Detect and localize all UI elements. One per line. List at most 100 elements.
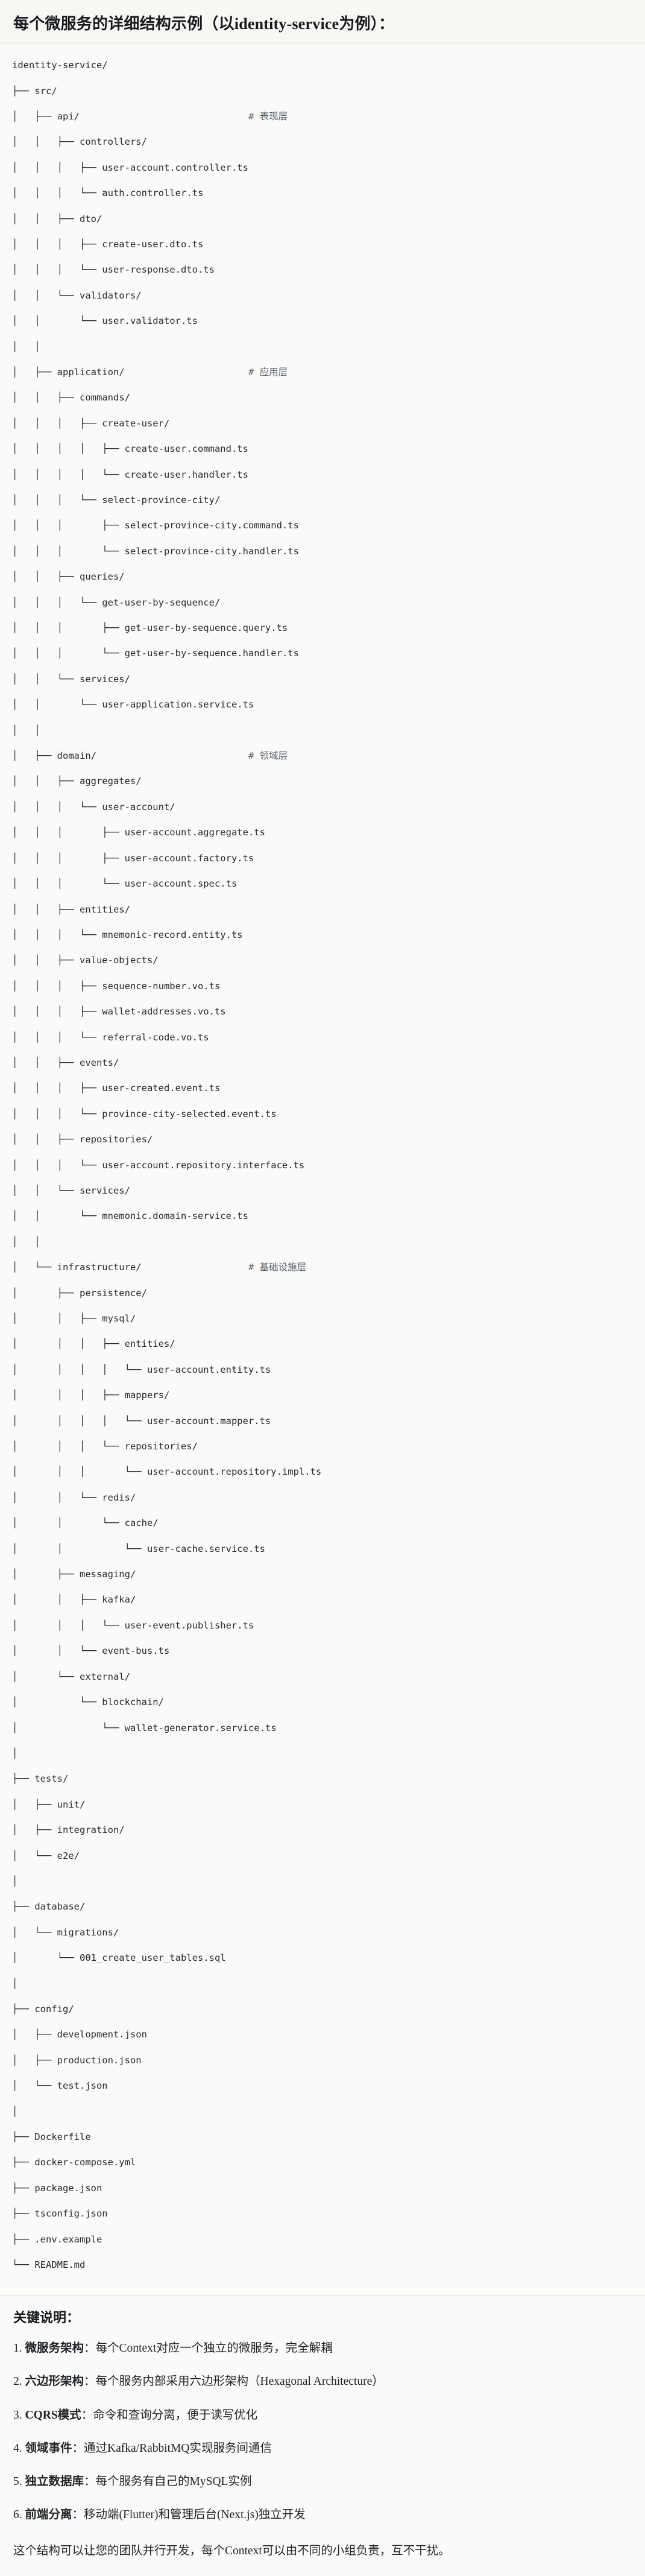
tree-line: │ │ ├── queries/ xyxy=(12,571,633,583)
tree-line: │ ├── development.json xyxy=(12,2028,633,2041)
tree-line-text: │ ├── persistence/ xyxy=(12,1287,147,1299)
tree-line: │ │ └── user-cache.service.ts xyxy=(12,1543,633,1555)
key-note-body: ：每个服务内部采用六边形架构（Hexagonal Architecture） xyxy=(84,2375,384,2388)
tree-comment-gap xyxy=(125,367,248,378)
tree-line-text: │ │ └── user.validator.ts xyxy=(12,315,198,327)
tree-line: │ │ │ ├── sequence-number.vo.ts xyxy=(12,980,633,993)
key-note-lead: CQRS模式 xyxy=(25,2408,81,2422)
tree-line-text: │ │ └── services/ xyxy=(12,673,130,685)
tree-line: │ │ └── user.validator.ts xyxy=(12,315,633,328)
tree-line-text: │ xyxy=(12,1747,18,1759)
tree-line: │ │ └── services/ xyxy=(12,673,633,686)
tree-line: │ │ │ ├── create-user/ xyxy=(12,417,633,430)
tree-line-text: ├── docker-compose.yml xyxy=(12,2157,136,2168)
tree-line-text: │ ├── production.json xyxy=(12,2054,142,2066)
tree-line: ├── config/ xyxy=(12,2003,633,2016)
key-note-lead: 领域事件 xyxy=(25,2442,72,2455)
tree-line: │ └── 001_create_user_tables.sql xyxy=(12,1952,633,1964)
key-note-body: ：通过Kafka/RabbitMQ实现服务间通信 xyxy=(72,2442,272,2455)
header: 每个微服务的详细结构示例（以identity-service为例）： xyxy=(0,0,645,44)
directory-tree: identity-service/ ├── src/ │ ├── api/ # … xyxy=(12,59,633,2284)
tree-line: │ │ ├── events/ xyxy=(12,1057,633,1069)
tree-line-text: │ │ │ ├── user-account.factory.ts xyxy=(12,852,254,864)
tree-line-text: ├── Dockerfile xyxy=(12,2131,91,2142)
tree-line-text: │ │ │ │ ├── create-user.command.ts xyxy=(12,443,248,455)
tree-line: │ │ │ ├── create-user.dto.ts xyxy=(12,238,633,251)
tree-line-text: │ └── migrations/ xyxy=(12,1926,119,1938)
tree-line: │ │ │ └── auth.controller.ts xyxy=(12,187,633,200)
tree-line: │ │ │ ├── user-account.aggregate.ts xyxy=(12,826,633,839)
key-notes-title: 关键说明： xyxy=(13,2310,80,2326)
tree-line-text: │ │ ├── dto/ xyxy=(12,213,102,224)
tree-line: │ ├── production.json xyxy=(12,2054,633,2067)
tree-line-text: │ └── wallet-generator.service.ts xyxy=(12,1722,277,1733)
key-note-item: 2. 六边形架构：每个服务内部采用六边形架构（Hexagonal Archite… xyxy=(13,2373,632,2390)
tree-line-text: │ │ │ │ └── user-account.entity.ts xyxy=(12,1364,271,1375)
tree-line-text: │ └── 001_create_user_tables.sql xyxy=(12,1952,226,1964)
key-note-lead: 独立数据库 xyxy=(25,2475,84,2489)
key-note-body: ：每个Context对应一个独立的微服务，完全解耦 xyxy=(84,2342,333,2355)
tree-line-text: │ │ xyxy=(12,341,40,352)
tree-line-text: │ │ │ └── auth.controller.ts xyxy=(12,188,204,199)
tree-line: │ │ │ └── user-account.spec.ts xyxy=(12,878,633,890)
tree-line: │ │ │ │ └── user-account.mapper.ts xyxy=(12,1415,633,1428)
tree-line-text: │ │ ├── commands/ xyxy=(12,392,130,403)
tree-line: │ xyxy=(12,1747,633,1760)
tree-line-text: │ ├── messaging/ xyxy=(12,1569,136,1580)
tree-line: │ │ ├── entities/ xyxy=(12,903,633,916)
tree-line-text: │ │ ├── queries/ xyxy=(12,571,125,583)
tree-line-text: │ │ │ ├── select-province-city.command.t… xyxy=(12,520,299,531)
tree-line-text: │ │ │ │ └── create-user.handler.ts xyxy=(12,469,248,480)
tree-line-text: │ │ └── event-bus.ts xyxy=(12,1645,170,1657)
tree-line-text: │ │ │ └── user-event.publisher.ts xyxy=(12,1619,254,1631)
tree-line-text: identity-service/ xyxy=(12,60,108,71)
tree-line: │ └── test.json xyxy=(12,2080,633,2092)
key-note-lead: 六边形架构 xyxy=(25,2375,84,2388)
tree-line-text: │ │ │ ├── user-created.event.ts xyxy=(12,1083,221,1094)
tree-line: │ └── infrastructure/ # 基础设施层 xyxy=(12,1261,633,1274)
tree-line-text: ├── tsconfig.json xyxy=(12,2208,108,2220)
tree-line: │ │ └── redis/ xyxy=(12,1492,633,1504)
tree-line-text: ├── .env.example xyxy=(12,2233,102,2245)
tree-line-text: │ │ │ └── select-province-city.handler.t… xyxy=(12,545,299,557)
tree-line-text: │ │ │ └── user-account.repository.impl.t… xyxy=(12,1466,322,1478)
tree-line: │ │ │ ├── get-user-by-sequence.query.ts xyxy=(12,622,633,635)
key-note-number: 2. xyxy=(13,2375,22,2388)
tree-line-text: │ │ │ ├── create-user.dto.ts xyxy=(12,238,204,250)
tree-line-text: │ │ │ ├── sequence-number.vo.ts xyxy=(12,980,221,992)
tree-line: │ │ xyxy=(12,341,633,353)
tree-line-text: │ │ ├── repositories/ xyxy=(12,1134,153,1145)
tree-line-text: │ │ └── mnemonic.domain-service.ts xyxy=(12,1210,248,1222)
tree-line-text: │ xyxy=(12,2106,18,2117)
tree-line-text: │ │ │ └── repositories/ xyxy=(12,1441,198,1452)
tree-line-text: ├── database/ xyxy=(12,1901,86,1913)
tree-line-text: │ │ xyxy=(12,724,40,736)
tree-line: │ │ │ │ └── create-user.handler.ts xyxy=(12,469,633,481)
tree-line: │ │ │ └── referral-code.vo.ts xyxy=(12,1031,633,1044)
tree-line: │ │ ├── controllers/ xyxy=(12,136,633,148)
tree-line-text: │ │ └── cache/ xyxy=(12,1517,159,1529)
tree-line-text: ├── tests/ xyxy=(12,1773,69,1785)
tree-line-text: │ │ └── redis/ xyxy=(12,1492,136,1503)
tree-line: │ ├── integration/ xyxy=(12,1824,633,1837)
key-note-lead: 微服务架构 xyxy=(25,2342,84,2355)
tree-line-comment: # 基础设施层 xyxy=(248,1262,307,1273)
tree-line: │ │ ├── aggregates/ xyxy=(12,775,633,788)
key-note-lead: 前端分离 xyxy=(25,2508,72,2522)
tree-line: │ │ │ ├── user-account.controller.ts xyxy=(12,162,633,174)
tree-line: │ ├── unit/ xyxy=(12,1799,633,1811)
tree-line: │ │ ├── commands/ xyxy=(12,391,633,404)
tree-line-text: │ │ │ └── referral-code.vo.ts xyxy=(12,1031,209,1043)
tree-line-comment: # 应用层 xyxy=(248,366,288,378)
tree-line: │ │ ├── dto/ xyxy=(12,213,633,226)
tree-line-text: │ │ └── user-application.service.ts xyxy=(12,699,254,710)
tree-line-text: │ ├── unit/ xyxy=(12,1799,86,1810)
tree-line-text: │ ├── development.json xyxy=(12,2029,147,2040)
tree-comment-gap xyxy=(96,750,248,761)
key-note-item: 6. 前端分离：移动端(Flutter)和管理后台(Next.js)独立开发 xyxy=(13,2506,632,2524)
tree-line-text: │ │ ├── controllers/ xyxy=(12,136,147,148)
tree-line: │ │ │ └── mnemonic-record.entity.ts xyxy=(12,929,633,941)
tree-line: │ │ │ ├── select-province-city.command.t… xyxy=(12,519,633,532)
